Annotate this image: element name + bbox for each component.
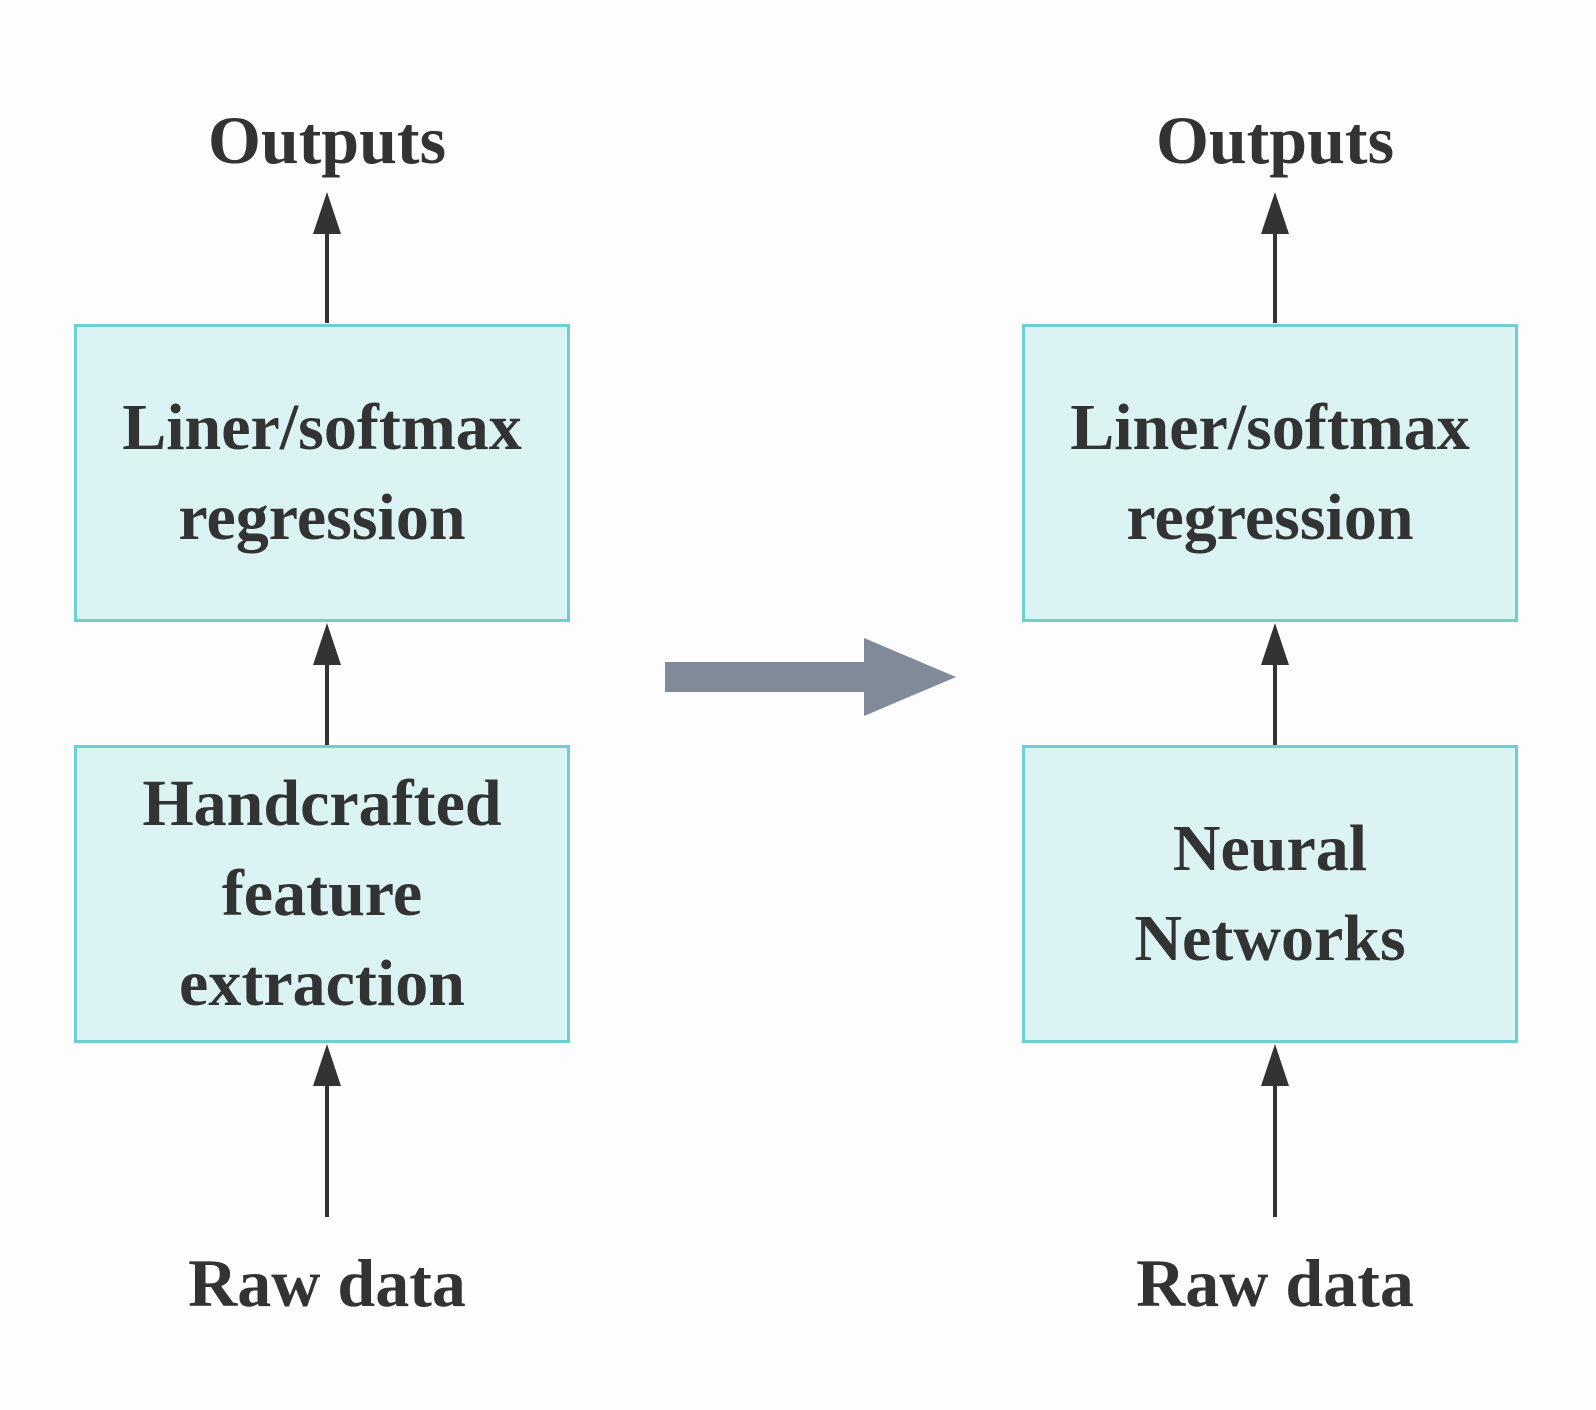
left-outputs-label: Outputs	[207, 102, 447, 178]
right-arrow-regression-to-outputs	[1261, 192, 1289, 323]
left-arrow-features-to-regression	[313, 623, 341, 745]
right-neural-networks-box: Neural Networks	[1022, 745, 1518, 1043]
right-arrow-networks-to-regression	[1261, 623, 1289, 745]
transition-arrow-icon	[665, 638, 956, 716]
left-regression-line-2: regression	[178, 481, 466, 554]
right-regression-line-2: regression	[1126, 481, 1414, 554]
right-raw-data-label: Raw data	[1136, 1245, 1414, 1321]
left-regression-line-1: Liner/softmax	[122, 391, 522, 464]
left-arrow-regression-to-outputs	[313, 192, 341, 323]
right-outputs-label: Outputs	[1155, 102, 1395, 178]
right-networks-line-2: Networks	[1134, 902, 1406, 975]
right-regression-box: Liner/softmax regression	[1022, 324, 1518, 622]
right-arrow-raw-to-networks	[1261, 1044, 1289, 1217]
left-feature-line-2: feature	[221, 857, 423, 930]
right-networks-line-1: Neural	[1172, 812, 1368, 885]
left-feature-line-3: extraction	[179, 947, 465, 1020]
left-regression-box: Liner/softmax regression	[74, 324, 570, 622]
left-feature-extraction-box: Handcrafted feature extraction	[74, 745, 570, 1043]
left-feature-line-1: Handcrafted	[142, 767, 502, 840]
right-regression-line-1: Liner/softmax	[1070, 391, 1470, 464]
left-arrow-raw-to-features	[313, 1044, 341, 1217]
left-raw-data-label: Raw data	[188, 1245, 466, 1321]
